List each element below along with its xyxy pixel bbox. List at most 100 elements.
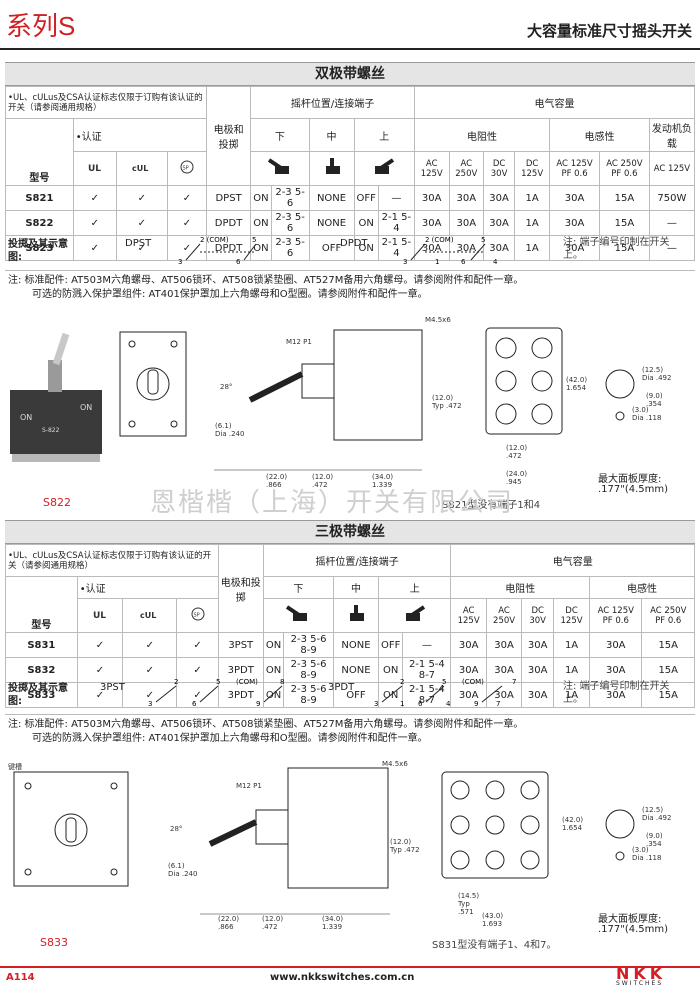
- culus-icon: cUL: [115, 151, 168, 186]
- note-standard: 注: 标准配件: AT503M六角螺母、AT506锁环、AT508锁紧垫圈、AT…: [8, 275, 524, 286]
- col-header: AC 125V PF 0.6: [589, 598, 643, 633]
- pos-mid: 中: [308, 118, 355, 152]
- svg-text:ON: ON: [20, 413, 32, 422]
- dim-3: (3.0) Dia .118: [632, 406, 662, 422]
- svg-text:2 (COM): 2 (COM): [200, 236, 229, 244]
- col-header: AC 125V PF 0.6: [549, 151, 600, 186]
- dim-shaft: (6.1) Dia .240: [215, 422, 245, 438]
- svg-text:4: 4: [446, 700, 451, 708]
- terminal-view-icon: [485, 327, 563, 435]
- terminal-note: 注: 端子编号印制在开关上。: [563, 681, 670, 705]
- csa-icon: SP: [176, 598, 219, 633]
- col-header: AC 125V: [413, 151, 450, 186]
- lever-down-icon: [250, 151, 310, 186]
- svg-text:6: 6: [192, 700, 197, 708]
- svg-text:SP: SP: [193, 613, 199, 619]
- dim-43: (43.0) 1.693: [482, 912, 504, 928]
- model-header: 型号: [5, 576, 78, 633]
- dim-42: (42.0) 1.654: [566, 376, 588, 392]
- 3pst-label: 3PST: [100, 682, 125, 693]
- svg-text:(COM): (COM): [236, 678, 258, 686]
- page-title: 大容量标准尺寸摇头开关: [526, 22, 692, 40]
- svg-text:4: 4: [493, 258, 498, 266]
- elec-header: 电气容量: [413, 86, 696, 119]
- cert-header: •认证: [72, 118, 207, 152]
- dim-angle: 28°: [170, 825, 183, 833]
- brand-sub: SWITCHES: [616, 980, 664, 987]
- col-header: DC 30V: [521, 598, 555, 633]
- inductive-header: 电感性: [549, 118, 650, 152]
- pos-mid: 中: [332, 576, 379, 599]
- dim-12: (12.0) .472: [262, 915, 284, 931]
- panel-thickness-value: .177"(4.5mm): [598, 484, 669, 495]
- model-header: 型号: [5, 118, 74, 186]
- cert-note: •UL、cULus及CSA认证标志仅限于订购有该认证的开关（请参阅通用规格）: [5, 544, 219, 577]
- dim-12b: (12.0) .472: [506, 444, 528, 460]
- note-standard: 注: 标准配件: AT503M六角螺母、AT506锁环、AT508锁紧垫圈、AT…: [8, 719, 524, 730]
- motor-header: 发动机负载: [648, 118, 696, 152]
- throw-label: 投掷及其示意图:: [8, 239, 68, 263]
- svg-text:cUL: cUL: [132, 164, 148, 173]
- side-view-icon: [214, 329, 423, 471]
- lever-up-icon: [377, 598, 452, 633]
- dim-caption: S831型没有端子1、4和7。: [432, 940, 557, 951]
- svg-text:9: 9: [474, 700, 478, 708]
- dim-caption: S821型没有端子1和4: [442, 500, 541, 511]
- dim-angle: 28°: [220, 383, 233, 391]
- pos-up: 上: [377, 576, 452, 599]
- col-header: DC 30V: [483, 151, 516, 186]
- dim-m45: M4.5x6: [382, 760, 408, 768]
- inductive-header: 电感性: [589, 576, 695, 599]
- pos-up: 上: [353, 118, 415, 152]
- col-header: DC 125V: [514, 151, 551, 186]
- dim-22: (22.0) .866: [218, 915, 240, 931]
- dim-145: (14.5) Typ .571: [458, 892, 480, 916]
- svg-text:ON: ON: [80, 403, 92, 412]
- dim-12typ: (12.0) Typ .472: [432, 394, 462, 410]
- svg-text:3: 3: [403, 258, 407, 266]
- watermark: 恩楷楷（上海）开关有限公司: [150, 488, 515, 518]
- front-view-3pole-icon: [13, 771, 129, 887]
- svg-text:cUL: cUL: [140, 611, 156, 620]
- resistive-header: 电阻性: [413, 118, 551, 152]
- section-band-dpst: 双极带螺丝: [5, 62, 695, 86]
- svg-text:UL: UL: [88, 164, 101, 173]
- dim-125: (12.5) Dia .492: [642, 366, 672, 382]
- spec-table-2pole: •UL、cULus及CSA认证标志仅限于订购有该认证的开关（请参阅通用规格） 电…: [5, 86, 696, 261]
- note-optional: 可选的防溅入保护罩组件: AT401保护罩加上六角螺母和O型圈。请参阅附件和配件…: [32, 733, 428, 744]
- dim-34: (34.0) 1.339: [322, 915, 344, 931]
- resistive-header: 电阻性: [450, 576, 591, 599]
- footer-url[interactable]: www.nkkswitches.com.cn: [270, 972, 415, 983]
- lever-header: 摇杆位置/连接端子: [262, 544, 452, 577]
- terminal-note: 注: 端子编号印制在开关上。: [563, 237, 670, 261]
- dim-m45: M4.5x6: [425, 316, 451, 324]
- dim-22: (22.0) .866: [266, 473, 288, 489]
- ul-icon: UL: [76, 598, 124, 633]
- panel-cutout-icon: [605, 369, 635, 421]
- dim-9: (9.0) .354: [646, 832, 663, 848]
- terminal-view-3pole-icon: [441, 771, 549, 879]
- svg-text:2: 2: [174, 678, 178, 686]
- svg-text:2 (COM): 2 (COM): [425, 236, 454, 244]
- dim-42: (42.0) 1.654: [562, 816, 584, 832]
- page-number: A114: [6, 972, 35, 983]
- svg-text:UL: UL: [93, 611, 106, 620]
- svg-text:2: 2: [400, 678, 404, 686]
- throw-label: 投掷及其示意图:: [8, 683, 68, 707]
- col-header: AC 250V PF 0.6: [641, 598, 695, 633]
- panel-cutout-icon: [605, 809, 635, 861]
- lever-up-icon: [353, 151, 415, 186]
- keyway-label: 键槽: [8, 763, 22, 771]
- svg-text:(COM): (COM): [462, 678, 484, 686]
- svg-text:3: 3: [178, 258, 182, 266]
- col-header: AC 250V: [448, 151, 485, 186]
- dim-9: (9.0) .354: [646, 392, 663, 408]
